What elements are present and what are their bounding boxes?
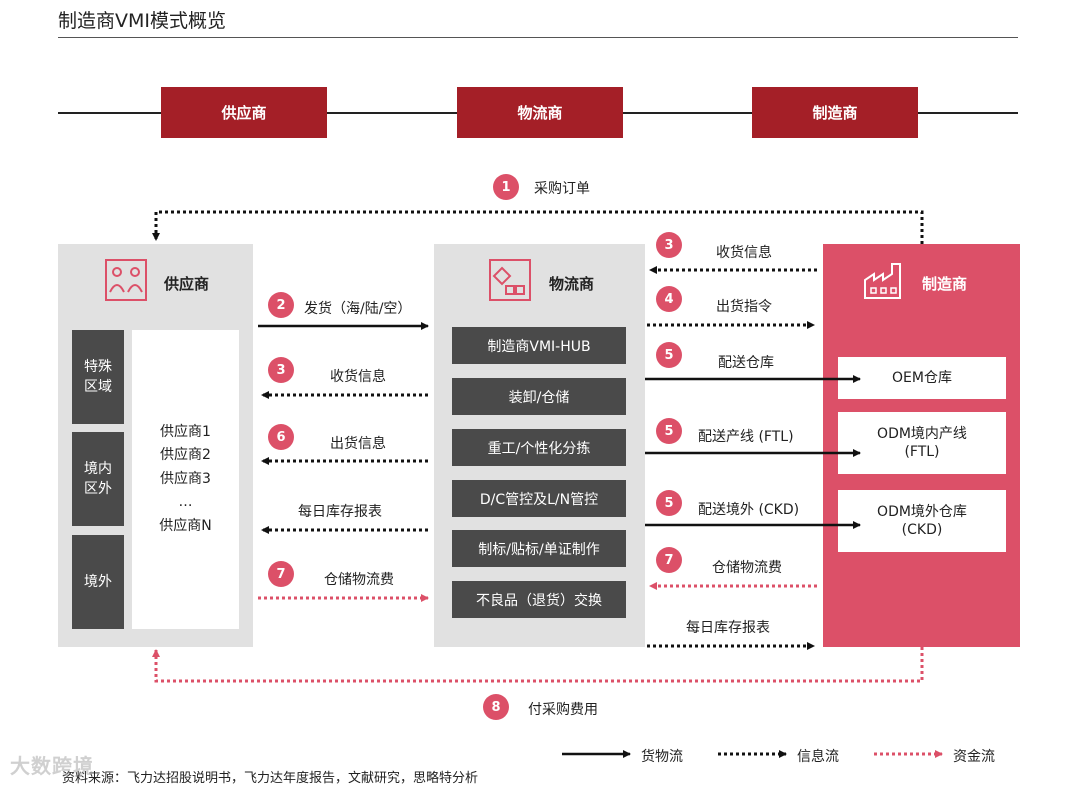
payment-label: 付采购费用 <box>528 702 598 718</box>
legend-goods-label: 货物流 <box>641 749 683 765</box>
oem-warehouse: OEM仓库 <box>838 357 1006 399</box>
outbound-info-label: 出货信息 <box>330 436 386 452</box>
purchase-order-label: 采购订单 <box>534 181 590 197</box>
storage-fee-right-label: 仓储物流费 <box>712 560 782 576</box>
region-domestic-text: 境内区外 <box>84 461 112 497</box>
region-special: 特殊区域 <box>72 330 124 424</box>
daily-report-right-label: 每日库存报表 <box>686 620 770 636</box>
legend-info-label: 信息流 <box>797 749 839 765</box>
service-dc-ln: D/C管控及L/N管控 <box>452 480 626 517</box>
step-badge: 6 <box>268 424 294 450</box>
people-icon <box>105 259 147 301</box>
step-badge: 5 <box>656 342 682 368</box>
logistics-label: 物流商 <box>549 275 595 293</box>
supplier-item: … <box>178 494 193 511</box>
warehouse-icon <box>489 259 531 301</box>
supplier-item: 供应商3 <box>160 470 211 487</box>
supplier-item: 供应商1 <box>160 423 211 440</box>
region-special-text: 特殊区域 <box>84 359 112 395</box>
service-vmi-hub: 制造商VMI-HUB <box>452 327 626 364</box>
factory-icon <box>864 263 901 299</box>
ship-goods-label: 发货（海/陆/空） <box>304 301 412 317</box>
receipt-info-right-label: 收货信息 <box>716 245 772 261</box>
service-labeling: 制标/贴标/单证制作 <box>452 530 626 567</box>
manufacturer-label: 制造商 <box>922 275 968 293</box>
region-overseas-text: 境外 <box>84 574 112 590</box>
legend-funds-label: 资金流 <box>953 749 995 765</box>
storage-fee-left-label: 仓储物流费 <box>324 572 394 588</box>
odm-overseas-warehouse: ODM境外仓库 (CKD) <box>838 490 1006 552</box>
service-storage: 装卸/仓储 <box>452 378 626 415</box>
supplier-list: 供应商1 供应商2 供应商3 … 供应商N <box>132 330 239 629</box>
deliver-warehouse-label: 配送仓库 <box>718 355 774 371</box>
region-overseas: 境外 <box>72 535 124 629</box>
watermark-text: 大数跨境 <box>10 754 94 778</box>
supplier-item: 供应商2 <box>160 447 211 464</box>
timeline-supplier: 供应商 <box>161 87 327 138</box>
source-note: 资料来源：飞力达招股说明书，飞力达年度报告，文献研究，思略特分析 <box>62 771 479 786</box>
supplier-label: 供应商 <box>164 275 210 293</box>
daily-report-left-label: 每日库存报表 <box>298 504 382 520</box>
timeline-logistics: 物流商 <box>457 87 623 138</box>
service-sorting: 重工/个性化分拣 <box>452 429 626 466</box>
step-badge: 3 <box>268 357 294 383</box>
title-divider <box>58 37 1018 38</box>
service-returns: 不良品（退货）交换 <box>452 581 626 618</box>
region-domestic: 境内区外 <box>72 432 124 526</box>
step-badge: 7 <box>268 561 294 587</box>
step-badge: 7 <box>656 547 682 573</box>
step-badge: 8 <box>483 694 509 720</box>
shipping-order-label: 出货指令 <box>716 299 772 315</box>
step-badge: 3 <box>656 232 682 258</box>
payment-arrow <box>152 647 924 683</box>
step-badge: 4 <box>656 286 682 312</box>
deliver-overseas-label: 配送境外 (CKD) <box>698 502 800 518</box>
step-badge: 5 <box>656 490 682 516</box>
supplier-item: 供应商N <box>159 517 212 534</box>
odm-domestic-line: ODM境内产线 (FTL) <box>838 412 1006 474</box>
step-badge: 5 <box>656 418 682 444</box>
deliver-line-label: 配送产线 (FTL) <box>698 429 794 445</box>
step-badge: 1 <box>493 174 519 200</box>
page-title: 制造商VMI模式概览 <box>58 10 226 32</box>
purchase-order-arrow <box>152 210 924 244</box>
receipt-info-left-label: 收货信息 <box>330 369 386 385</box>
timeline-manufacturer: 制造商 <box>752 87 918 138</box>
step-badge: 2 <box>268 292 294 318</box>
